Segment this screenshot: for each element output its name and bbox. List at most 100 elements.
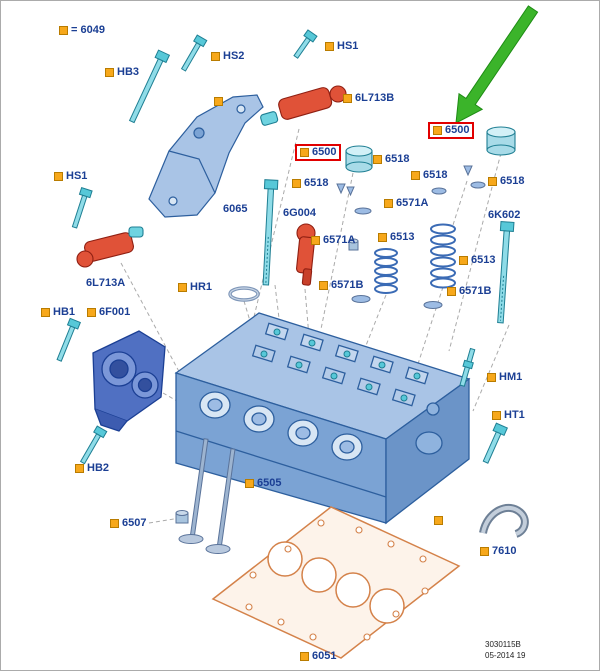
part-label-HB3[interactable]: HB3 <box>105 67 139 78</box>
part-code-text: 6F001 <box>99 306 131 318</box>
part-label-6513[interactable]: 6513 <box>459 255 495 266</box>
part-code-text: 6051 <box>312 650 337 662</box>
part-label-7610[interactable]: 7610 <box>480 546 516 557</box>
part-code-text: 6500 <box>312 146 337 158</box>
fastener-marker-icon <box>214 97 223 106</box>
part-label-HM1[interactable]: HM1 <box>487 372 522 383</box>
assembly-marker-icon <box>245 479 254 488</box>
cylinder-head-drawing <box>174 312 471 525</box>
assembly-marker-icon <box>75 464 84 473</box>
part-label-6505[interactable]: 6505 <box>245 478 281 489</box>
assembly-marker-icon <box>105 68 114 77</box>
valve-seal-drawing <box>175 510 189 524</box>
part-label-6507[interactable]: 6507 <box>110 518 146 529</box>
part-label-6L713A[interactable]: 6L713A <box>86 278 125 289</box>
camshaft-carrier-drawing <box>148 94 264 218</box>
drawing-date: 05-2014 19 <box>485 650 526 660</box>
part-code-text: 6513 <box>471 254 496 266</box>
part-label-6571B[interactable]: 6571B <box>319 280 363 291</box>
seal-ring-HR1-drawing <box>228 286 260 302</box>
bolt-HB1-drawing <box>56 317 81 362</box>
assembly-marker-icon <box>434 516 443 525</box>
drawing-footer: 3030115B 05-2014 19 <box>485 640 525 662</box>
camshaft-sensor-6L713A-drawing <box>76 226 144 268</box>
part-label-HS1[interactable]: HS1 <box>325 41 358 52</box>
assembly-marker-icon <box>292 179 301 188</box>
head-gasket-drawing <box>211 506 461 659</box>
part-code-text: 6L713A <box>86 277 126 289</box>
part-label-6518[interactable]: 6518 <box>373 154 409 165</box>
assembly-marker-icon <box>54 172 63 181</box>
part-code-text: 6K602 <box>488 209 521 221</box>
assembly-marker-icon <box>311 236 320 245</box>
assembly-marker-icon <box>59 26 68 35</box>
assembly-marker-icon <box>325 42 334 51</box>
part-code-text: 6518 <box>304 177 329 189</box>
part-code-text: 6571A <box>396 197 429 209</box>
bracket-7610-drawing <box>479 503 529 538</box>
assembly-marker-icon <box>480 547 489 556</box>
assembly-marker-icon <box>488 177 497 186</box>
bolt-HS2-drawing <box>180 34 208 72</box>
part-code-text: 6513 <box>390 231 415 243</box>
part-label-6518[interactable]: 6518 <box>488 176 524 187</box>
part-label-HS1[interactable]: HS1 <box>54 171 87 182</box>
part-code-text: 6065 <box>223 203 248 215</box>
assembly-marker-icon <box>411 171 420 180</box>
assembly-marker-icon <box>492 411 501 420</box>
assembly-marker-icon <box>300 652 309 661</box>
bolt-HT1-drawing <box>482 422 508 464</box>
stud-HM1-drawing <box>459 347 476 387</box>
part-label-6571A[interactable]: 6571A <box>384 198 428 209</box>
part-code-text: HS1 <box>337 40 359 52</box>
part-label-6L713B[interactable]: 6L713B <box>343 93 394 104</box>
crankshaft-sensor-6G004-drawing <box>296 223 316 286</box>
part-label-6518[interactable]: 6518 <box>292 178 328 189</box>
part-label-6500[interactable]: 6500 <box>428 122 475 139</box>
assembly-marker-icon <box>319 281 328 290</box>
assembly-marker-icon <box>41 308 50 317</box>
part-code-text: 7610 <box>492 545 517 557</box>
part-label-HS2[interactable]: HS2 <box>211 51 244 62</box>
legend: = 6049 <box>59 25 105 36</box>
part-label-6571B[interactable]: 6571B <box>447 286 491 297</box>
highlight-arrow-icon <box>455 5 539 124</box>
assembly-marker-icon <box>373 155 382 164</box>
bolt-6K602-drawing <box>497 221 515 324</box>
bolt-HS1-top-drawing <box>293 29 318 59</box>
part-label-6F001[interactable]: 6F001 <box>87 307 130 318</box>
valve-keeper-retainer-drawings <box>336 165 486 309</box>
part-label-6513[interactable]: 6513 <box>378 232 414 243</box>
tappet-drawings <box>345 126 516 173</box>
valve-spring-drawings <box>374 223 456 294</box>
legend-text: = 6049 <box>71 24 105 36</box>
part-label-6571A[interactable]: 6571A <box>311 235 355 246</box>
part-label-6051[interactable]: 6051 <box>300 651 336 662</box>
assembly-marker-icon <box>384 199 393 208</box>
part-label-HB1[interactable]: HB1 <box>41 307 75 318</box>
part-label-6G004[interactable]: 6G004 <box>283 208 316 219</box>
part-label-HT1[interactable]: HT1 <box>492 410 525 421</box>
vct-housing-6F001-drawing <box>92 330 166 432</box>
assembly-marker-icon <box>378 233 387 242</box>
assembly-marker-icon <box>343 94 352 103</box>
part-label-6065[interactable]: 6065 <box>223 204 247 215</box>
assembly-marker-icon <box>211 52 220 61</box>
part-label-6K602[interactable]: 6K602 <box>488 210 520 221</box>
part-label-HB2[interactable]: HB2 <box>75 463 109 474</box>
assembly-marker-icon <box>178 283 187 292</box>
part-code-text: HS1 <box>66 170 88 182</box>
part-code-text: HB3 <box>117 66 140 78</box>
part-code-text: 6518 <box>500 175 525 187</box>
part-label-6518[interactable]: 6518 <box>411 170 447 181</box>
part-code-text: 6571B <box>459 285 492 297</box>
assembly-marker-icon <box>459 256 468 265</box>
part-code-text: HB2 <box>87 462 110 474</box>
part-label-HR1[interactable]: HR1 <box>178 282 212 293</box>
part-code-text: HR1 <box>190 281 213 293</box>
part-code-text: 6507 <box>122 517 147 529</box>
part-code-text: 6500 <box>445 124 470 136</box>
part-label-6500[interactable]: 6500 <box>295 144 342 161</box>
assembly-marker-icon <box>447 287 456 296</box>
